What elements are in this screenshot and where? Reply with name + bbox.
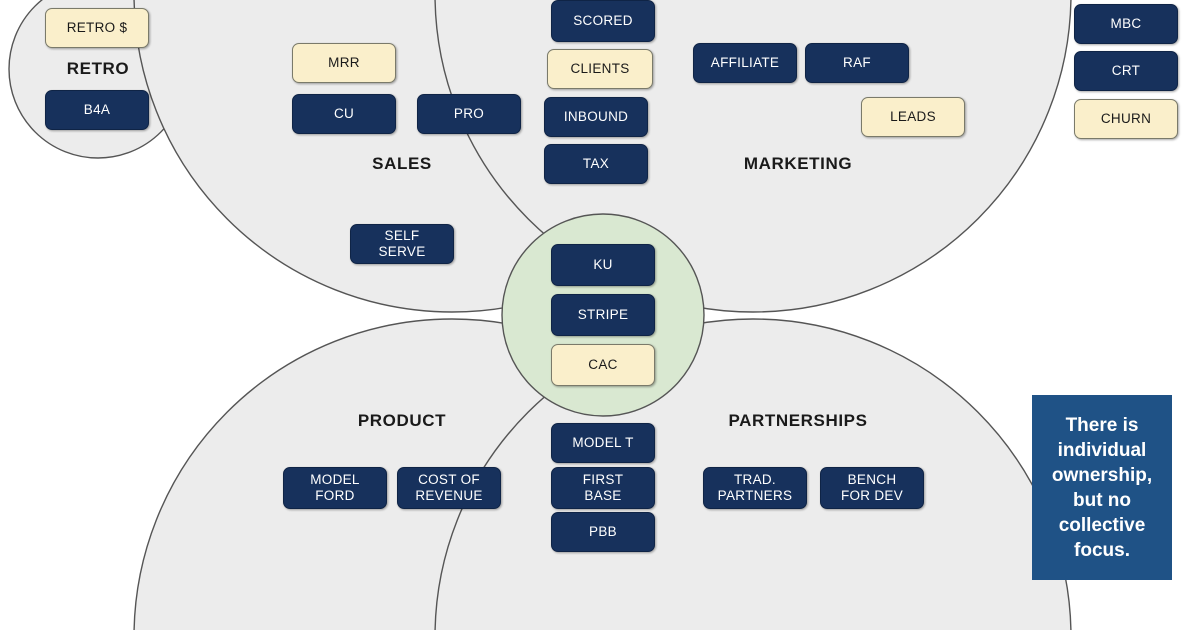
node-cost-of-revenue[interactable]: COST OF REVENUE [397, 467, 501, 509]
node-bench-for-dev[interactable]: BENCH FOR DEV [820, 467, 924, 509]
node-raf[interactable]: RAF [805, 43, 909, 83]
callout-box: There is individual ownership, but no co… [1032, 395, 1172, 580]
node-stripe[interactable]: STRIPE [551, 294, 655, 336]
circle-label-partnerships: PARTNERSHIPS [728, 411, 868, 430]
circle-label-product: PRODUCT [357, 411, 447, 430]
node-leads[interactable]: LEADS [861, 97, 965, 137]
node-crt[interactable]: CRT [1074, 51, 1178, 91]
node-cu[interactable]: CU [292, 94, 396, 134]
node-pbb[interactable]: PBB [551, 512, 655, 552]
node-inbound[interactable]: INBOUND [544, 97, 648, 137]
node-first-base[interactable]: FIRST BASE [551, 467, 655, 509]
node-trad-partners[interactable]: TRAD. PARTNERS [703, 467, 807, 509]
circle-label-sales: SALES [372, 154, 432, 173]
node-b4a[interactable]: B4A [45, 90, 149, 130]
circle-label-retro: RETRO [66, 59, 130, 78]
node-churn[interactable]: CHURN [1074, 99, 1178, 139]
node-model-t[interactable]: MODEL T [551, 423, 655, 463]
node-pro[interactable]: PRO [417, 94, 521, 134]
node-model-ford[interactable]: MODEL FORD [283, 467, 387, 509]
node-cac[interactable]: CAC [551, 344, 655, 386]
node-scored[interactable]: SCORED [551, 0, 655, 42]
node-mrr[interactable]: MRR [292, 43, 396, 83]
node-mbc[interactable]: MBC [1074, 4, 1178, 44]
circle-label-marketing: MARKETING [743, 154, 853, 173]
node-tax[interactable]: TAX [544, 144, 648, 184]
node-ku[interactable]: KU [551, 244, 655, 286]
node-clients[interactable]: CLIENTS [547, 49, 653, 89]
node-retro-dollar[interactable]: RETRO $ [45, 8, 149, 48]
node-affiliate[interactable]: AFFILIATE [693, 43, 797, 83]
node-self-serve[interactable]: SELF SERVE [350, 224, 454, 264]
